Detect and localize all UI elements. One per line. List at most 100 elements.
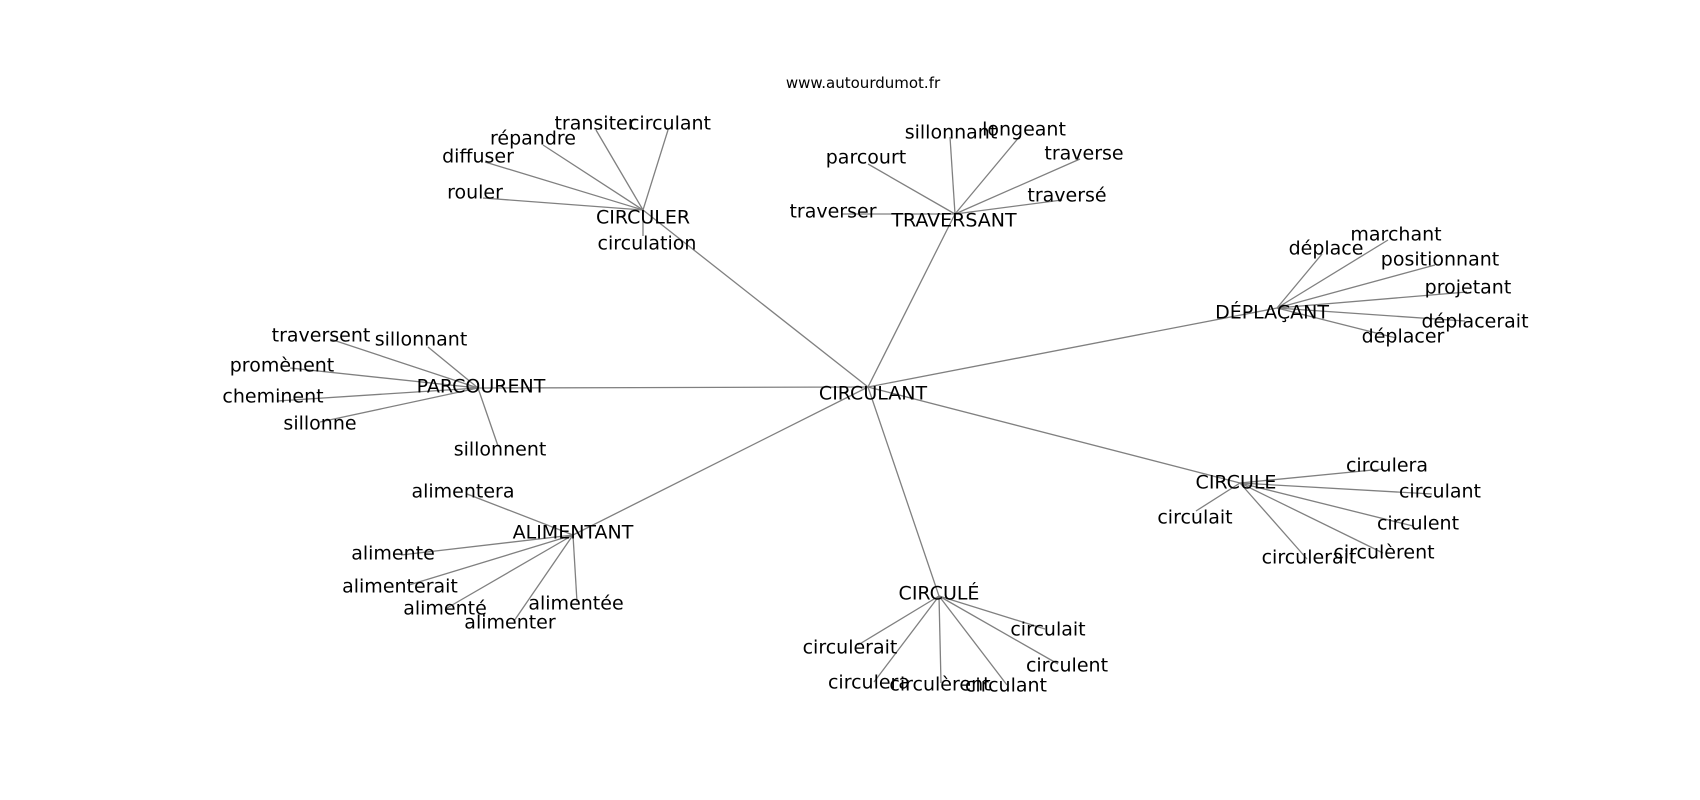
hub-node-parcourent: PARCOURENT bbox=[417, 376, 546, 398]
leaf-node-circulent: circulent bbox=[1377, 513, 1459, 535]
edge-traversant-to-traverse bbox=[954, 158, 1081, 215]
leaf-node-deplacerait: déplacerait bbox=[1421, 311, 1528, 333]
edge-traversant-to-longeant bbox=[954, 135, 1021, 215]
leaf-node-traverser: traverser bbox=[789, 201, 876, 223]
leaf-node-circulait: circulait bbox=[1010, 619, 1085, 641]
leaf-node-alimente: alimente bbox=[351, 543, 435, 565]
leaf-node-sillonnant: sillonnant bbox=[905, 122, 998, 144]
leaf-node-traversent: traversent bbox=[272, 325, 371, 347]
center-node: CIRCULANT bbox=[819, 383, 928, 405]
leaf-node-circulait: circulait bbox=[1157, 507, 1232, 529]
leaf-node-circulent: circulent bbox=[1026, 655, 1108, 677]
edge-parcourent-to-sillonne bbox=[319, 387, 479, 423]
leaf-node-diffuser: diffuser bbox=[442, 146, 514, 168]
edge-traversant-to-sillonnant bbox=[949, 136, 956, 215]
edge-circule-to-circulent bbox=[1239, 482, 1414, 527]
leaf-node-cheminent: cheminent bbox=[222, 386, 323, 408]
leaf-node-traverse: traverse bbox=[1044, 143, 1123, 165]
leaf-node-alimente: alimenté bbox=[403, 598, 487, 620]
edge-center-to-traversant bbox=[867, 213, 956, 388]
edge-center-to-alimentant bbox=[572, 386, 869, 536]
edge-deplacant-to-deplace bbox=[1276, 253, 1323, 309]
edge-deplacant-to-projetant bbox=[1276, 291, 1468, 309]
edge-parcourent-to-promenent bbox=[289, 367, 479, 389]
leaf-node-sillonne: sillonne bbox=[283, 413, 356, 435]
edge-traversant-to-parcourt bbox=[867, 163, 956, 215]
edge-alimentant-to-alimente bbox=[400, 534, 574, 556]
edge-circuler-to-transiter bbox=[595, 129, 644, 211]
edge-circule-to-circulant bbox=[1239, 482, 1433, 495]
label-layer: CIRCULANTCIRCULERtransitercirculantrépan… bbox=[222, 113, 1528, 697]
edge-alimentant-to-alimentera bbox=[466, 493, 574, 536]
leaf-node-circulera: circulera bbox=[1346, 455, 1428, 477]
leaf-node-marchant: marchant bbox=[1350, 224, 1441, 246]
hub-node-circuler: CIRCULER bbox=[596, 207, 690, 229]
edge-deplacant-to-deplacerait bbox=[1276, 307, 1466, 322]
edge-circule-to-circulerent bbox=[938, 595, 942, 684]
edge-circule-to-circulera bbox=[873, 595, 940, 683]
edge-circule-to-circulerait bbox=[857, 595, 940, 646]
leaf-node-alimentera: alimentera bbox=[411, 481, 514, 503]
leaf-node-circulerent: circulèrent bbox=[1333, 542, 1434, 564]
hub-node-deplacant: DÉPLAÇANT bbox=[1215, 301, 1329, 324]
edge-traversant-to-traverse bbox=[954, 199, 1063, 215]
edge-alimentant-to-alimenter bbox=[513, 534, 574, 622]
edge-circuler-to-repandre bbox=[542, 144, 644, 211]
leaf-node-rouler: rouler bbox=[447, 182, 503, 204]
edge-circule-to-circulant bbox=[938, 595, 1008, 686]
edge-deplacant-to-deplacer bbox=[1276, 307, 1397, 339]
edge-deplacant-to-positionnant bbox=[1276, 264, 1436, 309]
leaf-node-repandre: répandre bbox=[490, 128, 576, 150]
leaf-node-longeant: longeant bbox=[982, 119, 1066, 141]
edge-parcourent-to-sillonnent bbox=[477, 387, 499, 447]
edge-alimentant-to-alimentee bbox=[572, 534, 578, 603]
edge-parcourent-to-traversent bbox=[329, 338, 479, 389]
edge-parcourent-to-sillonnant bbox=[427, 346, 479, 389]
edge-deplacant-to-marchant bbox=[1276, 239, 1389, 309]
leaf-node-circulerent: circulèrent bbox=[889, 674, 990, 696]
leaf-node-circulant: circulant bbox=[1399, 481, 1481, 503]
leaf-node-circulerait: circulerait bbox=[803, 637, 898, 659]
edge-alimentant-to-alimenterait bbox=[408, 534, 574, 586]
leaf-node-alimenter: alimenter bbox=[464, 612, 556, 634]
leaf-node-promenent: promènent bbox=[230, 355, 335, 377]
edge-parcourent-to-cheminent bbox=[276, 387, 479, 402]
leaf-node-alimentee: alimentée bbox=[528, 593, 623, 615]
leaf-node-sillonnent: sillonnent bbox=[454, 439, 547, 461]
edge-center-to-parcourent bbox=[477, 386, 869, 389]
edge-center-to-circule bbox=[867, 386, 940, 597]
edge-center-to-deplacant bbox=[867, 307, 1278, 388]
leaf-node-circulant: circulant bbox=[965, 675, 1047, 697]
edge-circule-to-circulerent bbox=[1239, 482, 1384, 554]
edge-alimentant-to-alimente bbox=[446, 534, 574, 609]
edge-circule-to-circulait bbox=[938, 595, 1046, 630]
edge-layer bbox=[276, 129, 1468, 686]
edge-circule-to-circulera bbox=[1239, 468, 1384, 484]
leaf-node-positionnant: positionnant bbox=[1381, 249, 1499, 271]
edge-circuler-to-rouler bbox=[482, 197, 644, 211]
edge-center-to-circule bbox=[867, 386, 1241, 484]
leaf-node-deplace: déplace bbox=[1289, 238, 1364, 260]
leaf-node-circulation: circulation bbox=[598, 233, 697, 255]
hub-node-circule: CIRCULÉ bbox=[899, 582, 980, 605]
edge-circuler-to-diffuser bbox=[484, 161, 644, 211]
site-label: www.autourdumot.fr bbox=[786, 74, 941, 92]
leaf-node-alimenterait: alimenterait bbox=[342, 576, 458, 598]
leaf-node-circulant: circulant bbox=[629, 113, 711, 135]
edge-circule-to-circulent bbox=[938, 595, 1059, 665]
hub-node-traversant: TRAVERSANT bbox=[890, 210, 1017, 232]
leaf-node-projetant: projetant bbox=[1425, 277, 1512, 299]
leaf-node-parcourt: parcourt bbox=[826, 147, 906, 169]
edge-circuler-to-circulant bbox=[642, 129, 669, 211]
leaf-node-traverse: traversé bbox=[1027, 185, 1106, 207]
hub-node-circule: CIRCULE bbox=[1196, 472, 1277, 494]
leaf-node-sillonnant: sillonnant bbox=[375, 329, 468, 351]
leaf-node-circulera: circulera bbox=[828, 672, 910, 694]
leaf-node-deplacer: déplacer bbox=[1362, 326, 1445, 348]
edge-circule-to-circulait bbox=[1195, 482, 1241, 512]
hub-node-alimentant: ALIMENTANT bbox=[513, 522, 634, 544]
edge-circule-to-circulerait bbox=[1239, 482, 1308, 560]
leaf-node-circulerait: circulerait bbox=[1262, 547, 1357, 569]
edge-center-to-circuler bbox=[642, 209, 869, 388]
